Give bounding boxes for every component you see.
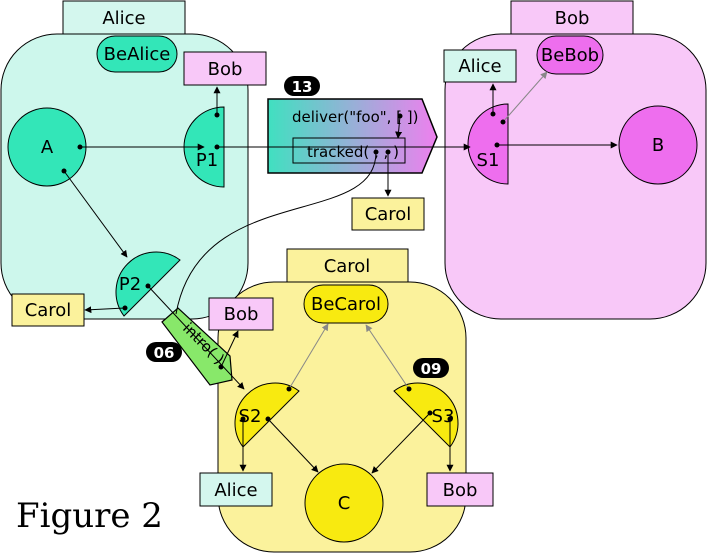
alice-vat-title: Alice [102, 8, 145, 29]
dot-s3-becarol [406, 386, 412, 392]
carol-s3-bob-tag [426, 472, 494, 507]
dot-s3-c [427, 410, 433, 416]
bob-vat-title-box [510, 0, 634, 35]
alice-vat-title-box [62, 0, 186, 35]
step-badge-09-label: 09 [421, 360, 442, 378]
dot-tracked-2 [385, 149, 391, 155]
dot-s3-tag [447, 416, 453, 422]
proxy-p1-label: P1 [196, 150, 218, 171]
message-carol-tag [351, 197, 425, 231]
bealice-object [96, 35, 178, 73]
step-badge-13 [284, 76, 320, 96]
arrow-s2-to-c [267, 418, 319, 473]
carol-vat-title: Carol [324, 256, 371, 277]
bealice-label: BeAlice [104, 44, 171, 65]
arrow-intro-to-bob-tag [220, 330, 239, 368]
arrow-a-to-p2 [63, 170, 128, 258]
deliver-message [267, 98, 438, 174]
dot-s2-becarol [286, 386, 292, 392]
dot-a-p1 [77, 144, 83, 150]
skeleton-s3-label: S3 [432, 406, 455, 427]
carol-vat-title-box [286, 248, 409, 283]
intro-bob-tag-label: Bob [224, 304, 259, 325]
arrow-s1-to-bebob [502, 71, 548, 123]
bob-s1-alice-tag-label: Alice [458, 56, 501, 77]
dot-a-p2 [61, 168, 67, 174]
object-b-label: B [652, 135, 664, 156]
dot-s1-bebob [500, 119, 506, 125]
deliver-message-label: deliver("foo", [ ]) [292, 108, 419, 126]
skeleton-s1-label: S1 [477, 150, 500, 171]
message-carol-tag-label: Carol [365, 204, 412, 225]
alice-p1-bob-tag [183, 51, 267, 86]
alice-p2-carol-tag [11, 293, 85, 327]
step-badge-06 [146, 342, 182, 362]
figure-caption: Figure 2 [16, 496, 163, 536]
bebob-object [536, 35, 604, 75]
tracked-label: tracked( , , ) [307, 143, 399, 161]
arrow-s3-to-becarol [365, 324, 410, 390]
object-a-label: A [41, 137, 54, 158]
intro-message [161, 307, 233, 386]
dot-s2-c [265, 416, 271, 422]
carol-s2-alice-tag [199, 472, 273, 507]
dot-p1-s1 [214, 144, 220, 150]
bob-vat-title: Bob [555, 8, 590, 29]
arrow-p2-to-carol-tag [84, 306, 126, 314]
bob-s1-alice-tag [443, 49, 517, 83]
becarol-label: BeCarol [311, 294, 381, 315]
skeleton-s2-label: S2 [239, 406, 262, 427]
arrow-s2-to-becarol [288, 323, 329, 390]
carol-s3-bob-tag-label: Bob [443, 480, 478, 501]
alice-p2-carol-tag-label: Carol [25, 300, 72, 321]
object-c-label: C [338, 493, 351, 514]
bebob-label: BeBob [541, 45, 599, 66]
skeleton-s3 [393, 382, 459, 448]
intro-bob-tag [208, 297, 274, 331]
object-c [304, 463, 384, 543]
becarol-object [303, 284, 389, 324]
dot-intro [218, 364, 224, 370]
step-badge-06-label: 06 [154, 344, 175, 362]
dot-deliver-slot [397, 113, 403, 119]
object-b [618, 105, 698, 185]
dot-s1-b [494, 142, 500, 148]
dot-p2-tag [122, 305, 128, 311]
dot-p1-tag [214, 112, 220, 118]
dot-s2-tag [240, 416, 246, 422]
proxy-p2-label: P2 [119, 274, 141, 295]
step-badge-09 [413, 358, 449, 378]
arrow-s3-to-c [371, 412, 431, 474]
dot-tracked-1 [373, 149, 379, 155]
dot-p2-s2 [145, 283, 151, 289]
dot-s1-tag [490, 111, 496, 117]
arrow-p2-to-s2 [147, 285, 245, 390]
arrow-deliver-slot-to-tracked [395, 115, 403, 139]
carol-s2-alice-tag-label: Alice [214, 480, 257, 501]
arrow-tracked-to-intro [175, 151, 377, 315]
step-badge-13-label: 13 [292, 78, 313, 96]
tracked-box [292, 137, 406, 164]
alice-p1-bob-tag-label: Bob [208, 59, 243, 80]
skeleton-s2 [234, 382, 300, 448]
